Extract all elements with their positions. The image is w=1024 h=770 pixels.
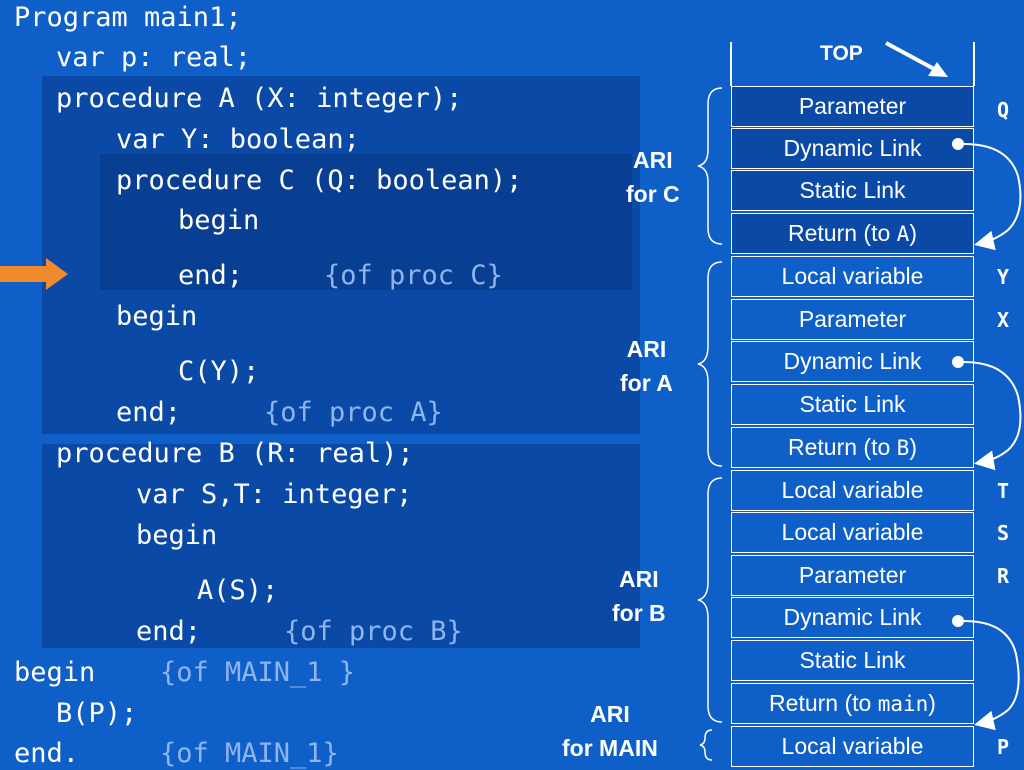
stack-cell-local-variable: Local variable [731, 726, 974, 767]
var-label-q: Q [996, 98, 1010, 122]
dynamic-link-arrow [963, 361, 1022, 471]
code-line: procedure B (R: real); [56, 438, 414, 469]
return-target: main [877, 691, 929, 716]
return-suffix: ) [909, 220, 917, 246]
top-label: TOP [820, 42, 863, 65]
code-line: A(S); [197, 575, 279, 606]
var-label-t: T [996, 479, 1010, 503]
code-line: begin [136, 520, 218, 551]
code-line: procedure A (X: integer); [56, 83, 463, 114]
stack-cell-static-link: Static Link [731, 640, 974, 681]
code-comment: {of proc B} [284, 616, 463, 647]
dynamic-link-dot [952, 356, 964, 368]
dynamic-link-arrow [963, 620, 1020, 731]
top-arrow-icon [885, 41, 948, 77]
var-label-y: Y [996, 265, 1010, 289]
code-line: end; [136, 616, 202, 647]
code-line: begin [14, 657, 96, 688]
procedure-b-box [42, 444, 640, 648]
code-line: var p: real; [56, 42, 252, 73]
code-comment: {of MAIN_1} [160, 738, 339, 769]
brace-ari-a [697, 261, 723, 467]
code-line: B(P); [56, 698, 138, 729]
stack-cell-static-link: Static Link [731, 384, 974, 425]
return-target: A [896, 221, 910, 246]
return-label: Return (to [769, 690, 872, 716]
code-line: var Y: boolean; [116, 124, 360, 155]
code-line: C(Y); [178, 356, 260, 387]
stack-cell-dynamic-link: Dynamic Link [731, 341, 974, 382]
ari-label-b: ARI for B [612, 566, 666, 626]
stack-cell-local-variable: Local variable [731, 256, 974, 297]
code-line: procedure C (Q: boolean); [116, 165, 523, 196]
code-comment: {of proc C} [324, 260, 503, 291]
dynamic-link-dot [952, 615, 964, 627]
code-line: end; [116, 397, 182, 428]
brace-ari-b [697, 477, 723, 723]
procedure-c-box [100, 154, 632, 290]
orange-arrow-icon [0, 258, 68, 290]
ari-label-main: ARI for MAIN [562, 701, 658, 761]
var-label-r: R [996, 564, 1010, 588]
code-comment: {of proc A} [264, 397, 443, 428]
stack-cell-parameter: Parameter [731, 555, 974, 596]
dynamic-link-arrow [963, 143, 1022, 251]
var-label-s: S [996, 521, 1010, 545]
stack-cell-return: Return (to A) [731, 213, 974, 254]
stack-cell-dynamic-link: Dynamic Link [731, 128, 974, 169]
code-line: Program main1; [14, 2, 242, 33]
stack-cell-local-variable: Local variable [731, 470, 974, 511]
code-line: end. [14, 738, 80, 769]
dynamic-link-dot [952, 138, 964, 150]
ari-label-c: ARI for C [626, 147, 680, 207]
code-comment: {of MAIN_1 } [160, 657, 356, 688]
var-label-x: X [996, 308, 1010, 332]
stack-frame-right [973, 42, 975, 86]
brace-ari-c [697, 87, 723, 245]
return-suffix: ) [909, 434, 917, 460]
stack-cell-return: Return (to main) [731, 683, 974, 724]
stack-frame-left [730, 42, 732, 86]
brace-ari-main [699, 729, 713, 761]
code-line: end; [178, 260, 244, 291]
return-suffix: ) [928, 690, 936, 716]
var-label-p: P [996, 735, 1010, 759]
stack-cell-local-variable: Local variable [731, 512, 974, 553]
stack-cell-return: Return (to B) [731, 427, 974, 468]
stack-cell-parameter: Parameter [731, 299, 974, 340]
code-line: var S,T: integer; [136, 479, 413, 510]
stack-cell-dynamic-link: Dynamic Link [731, 597, 974, 638]
return-label: Return (to [788, 434, 891, 460]
code-line: begin [178, 205, 260, 236]
stack-cell-static-link: Static Link [731, 170, 974, 211]
ari-label-a: ARI for A [620, 336, 673, 396]
code-line: begin [116, 301, 198, 332]
return-label: Return (to [788, 220, 891, 246]
return-target: B [896, 435, 910, 460]
stack-cell-parameter: Parameter [731, 86, 974, 127]
